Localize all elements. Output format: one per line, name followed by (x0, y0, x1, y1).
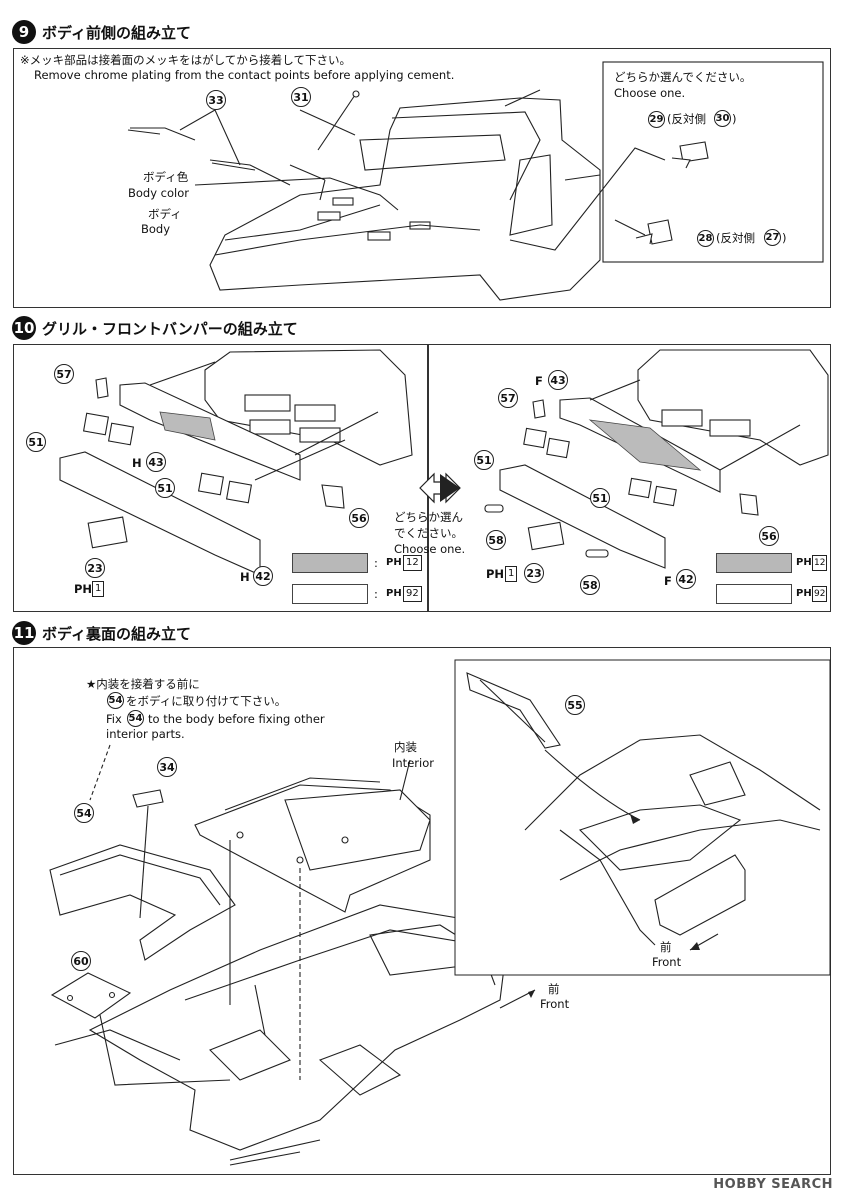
interior-note-en-2: interior parts. (106, 727, 185, 741)
left-ph-prefix: PH (74, 582, 93, 596)
right-part-23-marker: 23 (524, 563, 544, 583)
part-27-marker: 27 (764, 229, 781, 246)
part-33-marker: 33 (206, 90, 226, 110)
right-part-43-marker: 43 (548, 370, 568, 390)
right-part-51a-marker: 51 (474, 450, 494, 470)
left-part-42-marker: 42 (253, 566, 273, 586)
left-part-51b-marker: 51 (155, 478, 175, 498)
part-34-marker: 34 (157, 757, 177, 777)
left-part-56-marker: 56 (349, 508, 369, 528)
left-ph-1-code: 1 (92, 581, 105, 597)
step-10-divider (427, 344, 429, 612)
left-legend-white-ph: PH (386, 588, 402, 599)
right-ph-1-code: 1 (505, 566, 518, 582)
interior-note-en-prefix: Fix (106, 712, 122, 726)
step-9-number: 9 (12, 20, 36, 44)
right-f43-prefix: F (535, 374, 543, 388)
step-9-header: 9 ボディ前側の組み立て (12, 20, 191, 44)
right-part-56-marker: 56 (759, 526, 779, 546)
interior-note-jp-2: をボディに取り付けて下さい。 (126, 694, 287, 708)
part-27-opposite-label: (反対側 (716, 231, 755, 245)
choose-one-en: Choose one. (394, 542, 466, 556)
step-10-number: 10 (12, 316, 36, 340)
mirror-choose-jp: どちらか選んでください。 (614, 70, 752, 84)
left-legend-grey-code: 12 (403, 555, 422, 571)
right-legend-white-swatch (716, 584, 792, 604)
body-color-label-jp: ボディ色 (143, 170, 189, 184)
body-label-en: Body (141, 222, 171, 236)
left-legend-grey-swatch (292, 553, 368, 573)
interior-label-jp: 内装 (394, 740, 417, 754)
interior-note-part-54: 54 (107, 692, 124, 709)
right-part-58a-marker: 58 (486, 530, 506, 550)
part-55-marker: 55 (565, 695, 585, 715)
inset-front-label-en: Front (652, 955, 682, 969)
front-label-en: Front (540, 997, 570, 1011)
left-legend-white-code: 92 (403, 586, 422, 602)
right-part-58b-marker: 58 (580, 575, 600, 595)
left-part-51a-marker: 51 (26, 432, 46, 452)
part-27-close: ) (782, 231, 787, 245)
body-color-label-en: Body color (128, 186, 190, 200)
right-f42-prefix: F (664, 574, 672, 588)
left-part-23-marker: 23 (85, 558, 105, 578)
step-9-title: ボディ前側の組み立て (42, 23, 191, 42)
right-part-57-marker: 57 (498, 388, 518, 408)
interior-note-en-1: to the body before fixing other (148, 712, 325, 726)
part-28-marker: 28 (697, 230, 714, 247)
step-10-title: グリル・フロントバンパーの組み立て (42, 319, 298, 338)
front-label-jp: 前 (548, 982, 560, 996)
step-10-header: 10 グリル・フロントバンパーの組み立て (12, 316, 298, 340)
left-part-57-marker: 57 (54, 364, 74, 384)
right-legend-grey-ph: PH (796, 557, 812, 568)
right-legend-white-ph: PH (796, 588, 812, 599)
chrome-note-en: Remove chrome plating from the contact p… (34, 68, 455, 82)
part-30-opposite-label: (反対側 (667, 112, 706, 126)
inset-front-label-jp: 前 (660, 940, 672, 954)
interior-label-en: Interior (392, 756, 434, 770)
part-30-close: ) (732, 112, 737, 126)
left-legend-white-colon: : (374, 587, 378, 601)
choose-one-jp-1: どちらか選ん (394, 510, 463, 524)
watermark: HOBBY SEARCH (713, 1177, 833, 1192)
step-9-panel (13, 48, 831, 308)
part-29-marker: 29 (648, 111, 665, 128)
right-part-51b-marker: 51 (590, 488, 610, 508)
choose-one-jp-2: でください。 (394, 526, 463, 540)
left-legend-grey-ph: PH (386, 557, 402, 568)
step-11-title: ボディ裏面の組み立て (42, 624, 191, 643)
right-ph-prefix: PH (486, 567, 505, 581)
part-31-marker: 31 (291, 87, 311, 107)
interior-note-jp-1: ★内装を接着する前に (86, 677, 200, 691)
right-legend-grey-code: 12 (812, 555, 828, 571)
left-legend-grey-colon: : (374, 556, 378, 570)
right-part-42-marker: 42 (676, 569, 696, 589)
mirror-choose-en: Choose one. (614, 86, 686, 100)
left-part-43-marker: 43 (146, 452, 166, 472)
part-60-marker: 60 (71, 951, 91, 971)
body-label-jp: ボディ (148, 207, 182, 221)
step-10-panel (13, 344, 831, 612)
part-30-marker: 30 (714, 110, 731, 127)
left-h42-prefix: H (240, 570, 250, 584)
right-legend-grey-swatch (716, 553, 792, 573)
left-h43-prefix: H (132, 456, 142, 470)
left-legend-white-swatch (292, 584, 368, 604)
step-11-number: 11 (12, 621, 36, 645)
part-54-marker: 54 (74, 803, 94, 823)
step-11-header: 11 ボディ裏面の組み立て (12, 621, 191, 645)
interior-note-en-part-54: 54 (127, 710, 144, 727)
chrome-note-jp: ※メッキ部品は接着面のメッキをはがしてから接着して下さい。 (20, 53, 351, 67)
right-legend-white-code: 92 (812, 586, 828, 602)
